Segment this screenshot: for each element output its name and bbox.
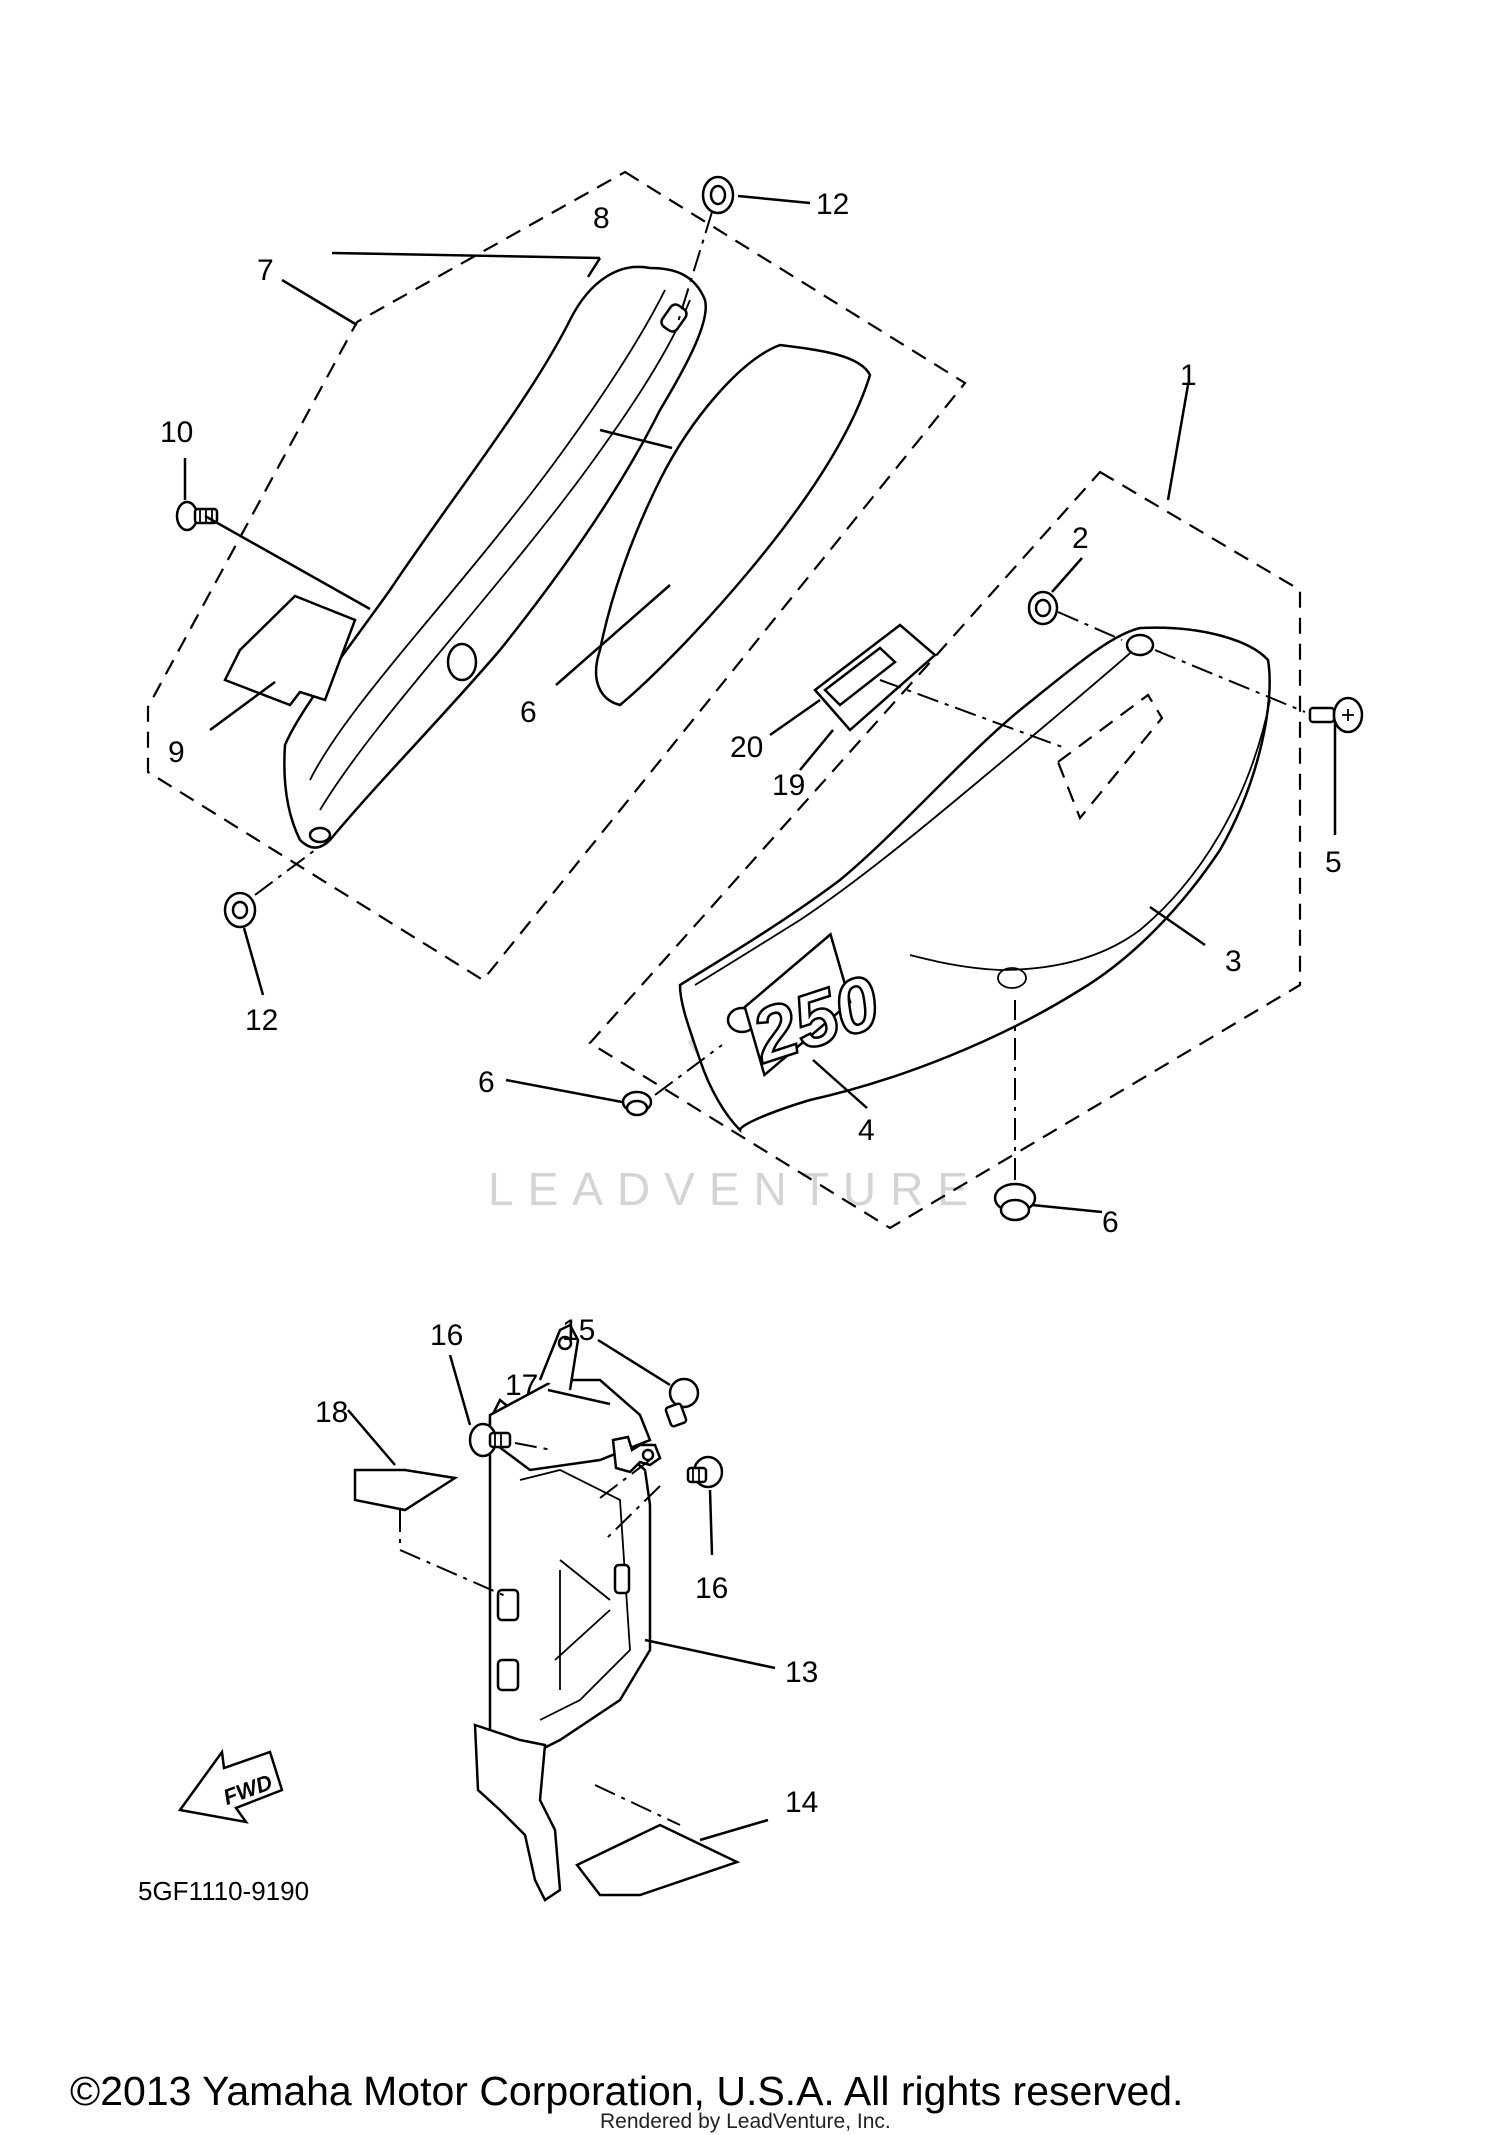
callout-1: 1 (1180, 359, 1197, 392)
part-9-top-mount-hole (660, 303, 688, 333)
left-side-cover-group (146, 170, 967, 982)
part-13-tab-hole (557, 1335, 573, 1351)
part-3-bottom-hole (997, 967, 1027, 989)
callout-3: 3 (1225, 945, 1242, 978)
part-13-bracing (554, 1559, 611, 1690)
part-6-collar-left (621, 1090, 653, 1117)
part-3-ridge (694, 639, 1146, 986)
fwd-arrow-icon: FWD (177, 1748, 284, 1824)
callout-13: 13 (785, 1656, 818, 1689)
part-9-outer-ridge (319, 299, 691, 811)
part-2-grommet (1027, 590, 1059, 626)
part-11-screw (175, 500, 219, 532)
callout-5: 5 (1325, 846, 1342, 879)
part-5-screw (1308, 696, 1364, 734)
group-7-boundary (146, 170, 967, 982)
part-9-grommet-hole (446, 642, 478, 682)
assembly-line-16-right (604, 1485, 661, 1541)
callout-16-right: 16 (695, 1572, 728, 1605)
part-14-pad (575, 1823, 741, 1897)
callout-16-left: 16 (430, 1319, 463, 1352)
callout-18: 18 (315, 1396, 348, 1429)
part-15-screw (664, 1377, 700, 1428)
assembly-line-12-upper (677, 211, 713, 323)
callout-10: 9 (168, 736, 185, 769)
right-side-cover-group: 250 (588, 470, 1364, 1230)
assembly-line-14 (594, 1784, 681, 1826)
part-13-clip-2 (496, 1658, 520, 1692)
assembly-line-17 (599, 1459, 651, 1499)
callout-17: 17 (505, 1369, 538, 1402)
part-9-bottom-hole (308, 826, 332, 844)
part-13-clip-3 (613, 1563, 631, 1595)
leader-lines (183, 194, 1337, 1842)
callout-9: 8 (593, 202, 610, 235)
watermark-text: LEADVENTURE (488, 1163, 982, 1215)
callout-7: 7 (257, 254, 274, 287)
callout-labels: 12 8 7 10 6 9 12 1 2 5 3 4 6 6 20 19 15 … (160, 188, 1342, 1819)
assembly-line-12-lower (254, 849, 316, 896)
part-8-decal (594, 343, 872, 707)
part-3-label-position (1056, 693, 1164, 821)
callout-20: 20 (730, 731, 763, 764)
copyright-notice: ©2013 Yamaha Motor Corporation, U.S.A. A… (70, 2068, 1183, 2114)
callout-6-left: 6 (478, 1066, 495, 1099)
part-17-clip (611, 1435, 662, 1474)
part-12-grommet-upper (701, 175, 735, 215)
part-14-lower-plate (473, 1723, 562, 1902)
callout-14: 14 (785, 1786, 818, 1819)
part-6-collar-right (993, 1182, 1037, 1222)
callout-12-upper: 12 (816, 188, 849, 221)
group-1-boundary (588, 470, 1302, 1230)
part-10-label (223, 594, 357, 707)
callout-19: 19 (772, 769, 805, 802)
part-9-inner-ridge (309, 289, 666, 781)
part-16-bolt-right (686, 1455, 724, 1489)
part-9-left-side-cover (283, 265, 707, 849)
assembly-line-2 (1057, 611, 1123, 641)
part-13-clip-1 (496, 1588, 520, 1622)
bracket-group (353, 1323, 741, 1902)
assembly-line-5 (1154, 649, 1306, 713)
callout-6-right: 6 (1102, 1206, 1119, 1239)
assembly-line-19 (879, 679, 1066, 749)
callout-8: 6 (520, 696, 537, 729)
assembly-line-6-left (654, 1044, 723, 1096)
callout-4: 4 (858, 1114, 875, 1147)
part-12-grommet-lower (223, 891, 257, 929)
part-3-mount-hole (1125, 633, 1155, 657)
part-3-lower-panel (909, 699, 1271, 971)
callout-15: 15 (562, 1314, 595, 1347)
assembly-line-16-left (514, 1442, 553, 1451)
assembly-line-18 (399, 1549, 511, 1599)
callout-12-lower: 12 (245, 1004, 278, 1037)
diagram-number: 5GF1110-9190 (138, 1876, 309, 1906)
part-18-label (353, 1468, 459, 1512)
callout-2: 2 (1072, 522, 1089, 555)
part-16-bolt-left (468, 1422, 512, 1458)
rendered-by-notice: Rendered by LeadVenture, Inc. (600, 2110, 891, 2133)
part-19-label (823, 646, 897, 707)
callout-11: 10 (160, 416, 193, 449)
